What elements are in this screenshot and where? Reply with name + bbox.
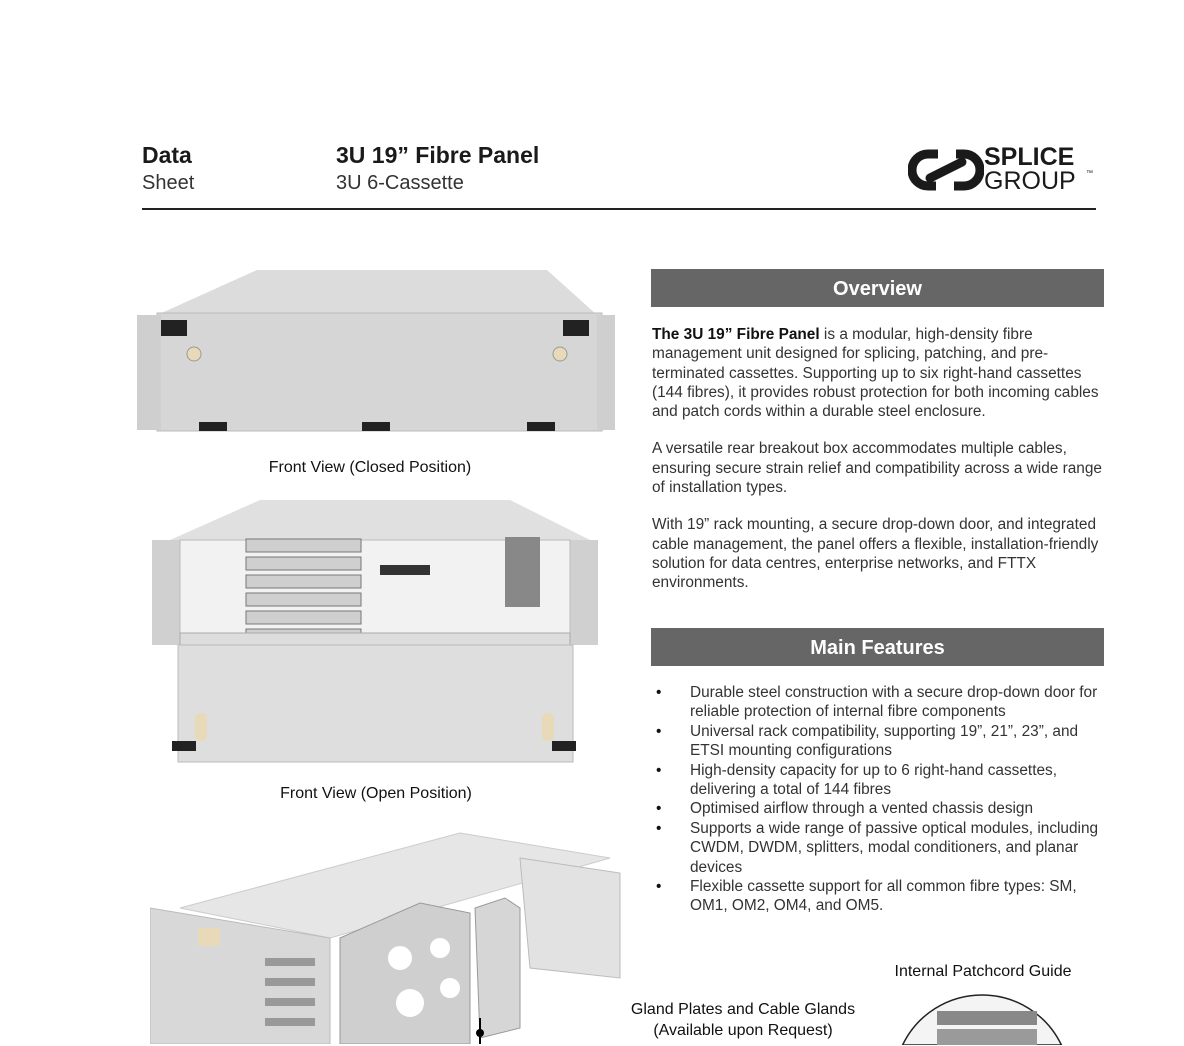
feature-item: Supports a wide range of passive optical… [652,819,1108,877]
caption-open: Front View (Open Position) [280,785,472,802]
features-list: Durable steel construction with a secure… [652,683,1108,916]
panel-exploded-image [150,832,621,1044]
logo-tm: ™ [1086,170,1093,177]
feature-item: Flexible cassette support for all common… [652,877,1108,916]
overview-paragraph-1: The 3U 19” Fibre Panel is a modular, hig… [652,325,1108,421]
overview-paragraph-3: With 19” rack mounting, a secure drop-do… [652,516,1099,592]
header-divider [142,208,1096,210]
panel-open-image [152,500,598,763]
overview-text: The 3U 19” Fibre Panel is a modular, hig… [652,325,1108,611]
page-subtitle: 3U 6-Cassette [336,172,464,194]
caption-gland-line1: Gland Plates and Cable Glands [630,1001,856,1018]
overview-paragraph-2: A versatile rear breakout box accommodat… [652,440,1102,497]
panel-closed-image [137,270,615,432]
splice-group-logo: SPLICE GROUP ™ [908,144,1098,194]
overview-product-name: The 3U 19” Fibre Panel [652,326,820,343]
doc-type-sub: Sheet [142,172,195,194]
feature-item: Universal rack compatibility, supporting… [652,722,1108,761]
overview-heading: Overview [651,269,1104,307]
feature-item: Optimised airflow through a vented chass… [652,799,1108,819]
main-features-heading: Main Features [651,628,1104,666]
feature-item: Durable steel construction with a secure… [652,683,1108,722]
feature-item: High-density capacity for up to 6 right-… [652,761,1108,800]
patchcord-guide-detail-image [901,994,1063,1045]
doc-type-label: Data [142,142,192,168]
logo-text-splice: SPLICE [984,143,1075,171]
caption-gland-plates: Gland Plates and Cable Glands (Available… [600,999,886,1041]
logo-text-group: GROUP [984,167,1076,195]
logo-mark-icon [908,149,984,191]
caption-closed: Front View (Closed Position) [268,459,472,476]
caption-patchcord-guide: Internal Patchcord Guide [894,963,1072,980]
page-title: 3U 19” Fibre Panel [336,142,540,168]
overview-p1-text: is a modular, high-density fibre managem… [652,326,1099,421]
caption-gland-line2: (Available upon Request) [653,1022,833,1039]
